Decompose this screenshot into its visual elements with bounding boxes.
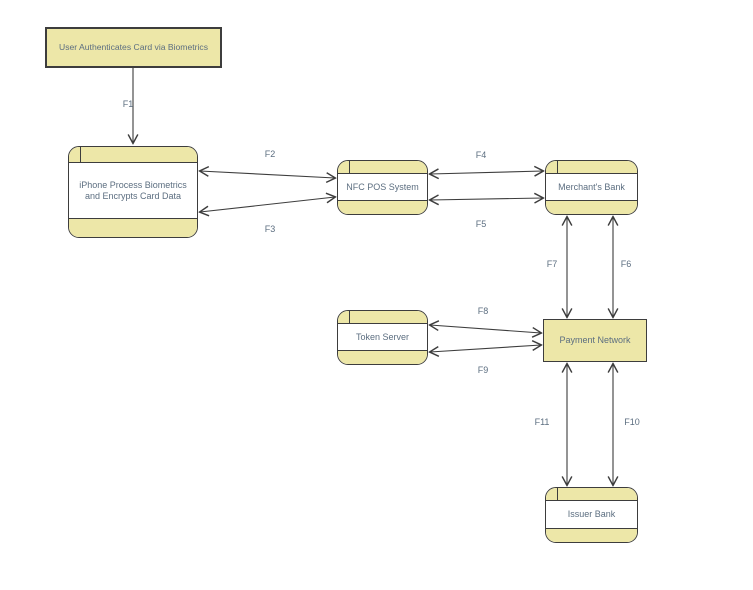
flow-f2-line[interactable] (200, 171, 335, 178)
node-label: User Authenticates Card via Biometrics (58, 42, 209, 52)
node-label-area: NFC POS System (338, 174, 427, 200)
flow-label-f9: F9 (477, 365, 489, 375)
node-label-area: Issuer Bank (546, 501, 637, 528)
process-band-bottom (69, 218, 197, 237)
flow-f9-line[interactable] (430, 345, 541, 352)
flow-label-f8: F8 (477, 306, 489, 316)
node-label: Issuer Bank (567, 509, 616, 519)
flow-label-f4: F4 (475, 150, 487, 160)
node-merchants-bank[interactable]: Merchant's Bank (545, 160, 638, 215)
node-nfc-pos-system[interactable]: NFC POS System (337, 160, 428, 215)
flow-label-f11: F11 (534, 417, 550, 427)
flow-label-f2: F2 (264, 149, 276, 159)
node-user-authenticates[interactable]: User Authenticates Card via Biometrics (45, 27, 222, 68)
process-band-bottom (338, 350, 427, 364)
flow-f5-line[interactable] (430, 198, 543, 200)
flow-f4-line[interactable] (430, 171, 543, 174)
process-band-top (338, 161, 427, 174)
node-payment-network[interactable]: Payment Network (543, 319, 647, 362)
flow-label-f7: F7 (546, 259, 558, 269)
node-label: Token Server (355, 331, 410, 342)
node-token-server[interactable]: Token Server (337, 310, 428, 365)
flow-label-f3: F3 (264, 224, 276, 234)
process-band-top (546, 161, 637, 174)
node-label: NFC POS System (346, 181, 419, 192)
flow-label-f1: F1 (122, 99, 134, 109)
node-label-area: Token Server (338, 324, 427, 350)
flow-f8-line[interactable] (430, 325, 541, 333)
process-band-top (69, 147, 197, 163)
flow-label-f5: F5 (475, 219, 487, 229)
node-label-area: iPhone Process Biometrics and Encrypts C… (69, 163, 197, 218)
process-band-bottom (546, 200, 637, 214)
process-band-bottom (546, 528, 637, 542)
flow-f3-line[interactable] (200, 197, 335, 212)
node-label: iPhone Process Biometrics and Encrypts C… (79, 179, 187, 201)
node-label-area: Merchant's Bank (546, 174, 637, 200)
process-band-top (546, 488, 637, 501)
process-band-bottom (338, 200, 427, 214)
node-issuer-bank[interactable]: Issuer Bank (545, 487, 638, 543)
node-label: Merchant's Bank (558, 181, 625, 192)
process-band-top (338, 311, 427, 324)
node-label: Payment Network (559, 335, 631, 345)
flow-label-f6: F6 (620, 259, 632, 269)
node-iphone-process[interactable]: iPhone Process Biometrics and Encrypts C… (68, 146, 198, 238)
flow-label-f10: F10 (624, 417, 640, 427)
